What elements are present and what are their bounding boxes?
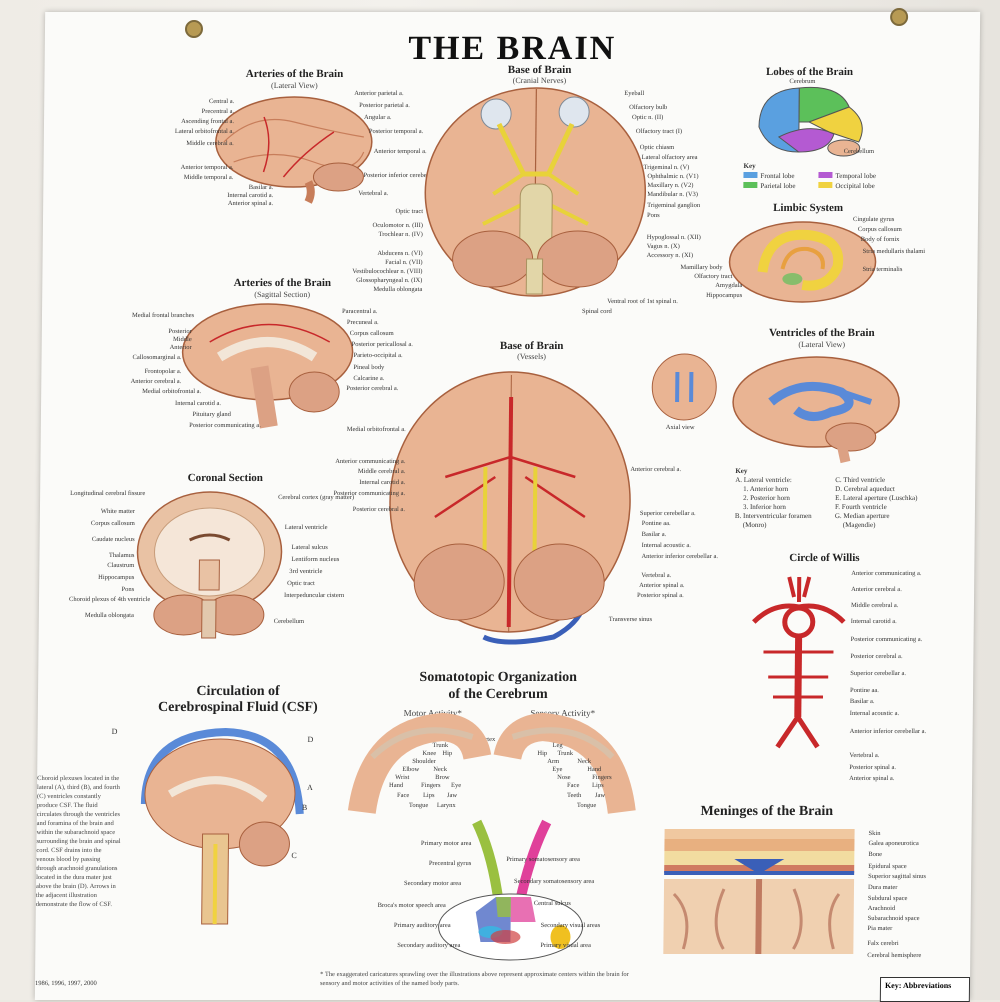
arteries-lateral-illustration xyxy=(215,96,373,204)
copyright-text: 1986, 1996, 1997, 2000 xyxy=(34,980,97,987)
arteries-lateral-title: Arteries of the Brain xyxy=(245,68,344,80)
csf-letter-d-right: D xyxy=(307,735,314,744)
base-nerves-title: Base of Brain xyxy=(507,64,572,76)
somato-title-line1: Somatotopic Organization xyxy=(419,670,578,685)
somato-title-line2: of the Cerebrum xyxy=(448,687,548,702)
lobes-key-occipital: Occipital lobe xyxy=(818,182,875,191)
arteries-sagittal-illustration xyxy=(181,303,354,429)
base-vessels-title: Base of Brain xyxy=(499,340,564,352)
willis-title: Circle of Willis xyxy=(789,552,860,564)
arteries-sagittal-title: Arteries of the Brain xyxy=(233,277,332,289)
key-abbreviations-box: Key: Abbreviations xyxy=(879,977,971,1002)
somato-homunculus-illustration xyxy=(347,712,636,815)
lobes-label-cerebellum: Cerebellum xyxy=(843,148,875,155)
csf-title-line2: Cerebrospinal Fluid (CSF) xyxy=(157,700,318,715)
lobes-key-title: Key xyxy=(743,162,756,170)
brain-poster: THE BRAIN Arteries of the Brain (Lateral… xyxy=(34,8,981,1002)
base-nerves-label-ventral-root: Ventral root of 1st spinal n. xyxy=(607,298,678,305)
lobes-key-temporal: Temporal lobe xyxy=(818,172,876,181)
lobes-key-parietal: Parietal lobe xyxy=(743,182,796,191)
csf-description: Choroid plexuses located in the lateral … xyxy=(35,775,121,908)
csf-illustration xyxy=(140,727,304,925)
mounting-hole-right xyxy=(890,8,909,26)
poster-title: THE BRAIN xyxy=(408,30,617,67)
lobes-title: Lobes of the Brain xyxy=(765,66,854,78)
base-nerves-illustration xyxy=(424,87,647,297)
csf-letter-c: C xyxy=(291,851,297,860)
ventricles-axial-label: Axial view xyxy=(665,424,695,431)
limbic-illustration xyxy=(728,221,877,303)
ventricles-title: Ventricles of the Brain xyxy=(768,327,875,339)
csf-letter-b: B xyxy=(301,803,308,812)
base-nerves-label-spinal-cord: Spinal cord xyxy=(582,308,612,315)
limbic-title: Limbic System xyxy=(773,202,844,214)
swatch xyxy=(743,172,758,178)
meninges-title: Meninges of the Brain xyxy=(700,804,834,819)
swatch xyxy=(743,182,758,188)
arteries-lateral-subtitle: (Lateral View) xyxy=(271,81,318,90)
coronal-illustration xyxy=(136,491,283,639)
willis-illustration xyxy=(752,576,846,749)
base-vessels-subtitle: (Vessels) xyxy=(517,352,547,361)
csf-letter-d-left: D xyxy=(111,727,118,736)
arteries-sagittal-subtitle: (Sagittal Section) xyxy=(254,290,311,299)
lobes-label-cerebrum: Cerebrum xyxy=(789,78,816,85)
coronal-title: Coronal Section xyxy=(187,472,263,484)
ventricles-lateral-illustration xyxy=(732,356,900,464)
csf-letter-a: A xyxy=(307,783,313,792)
swatch xyxy=(818,172,833,178)
ventricles-key-title: Key xyxy=(735,467,748,475)
somato-lateral-brain-illustration xyxy=(438,819,584,961)
base-vessels-illustration xyxy=(389,371,631,645)
lobes-key-frontal: Frontal lobe xyxy=(743,172,795,181)
csf-title-line1: Circulation of xyxy=(196,684,280,699)
swatch xyxy=(818,182,833,188)
ventricles-subtitle: (Lateral View) xyxy=(798,340,846,349)
lobes-illustration xyxy=(758,86,863,157)
ventricles-axial-illustration xyxy=(651,353,717,421)
meninges-illustration xyxy=(663,829,855,954)
somato-footnote: * The exaggerated caricatures sprawling … xyxy=(319,971,629,987)
